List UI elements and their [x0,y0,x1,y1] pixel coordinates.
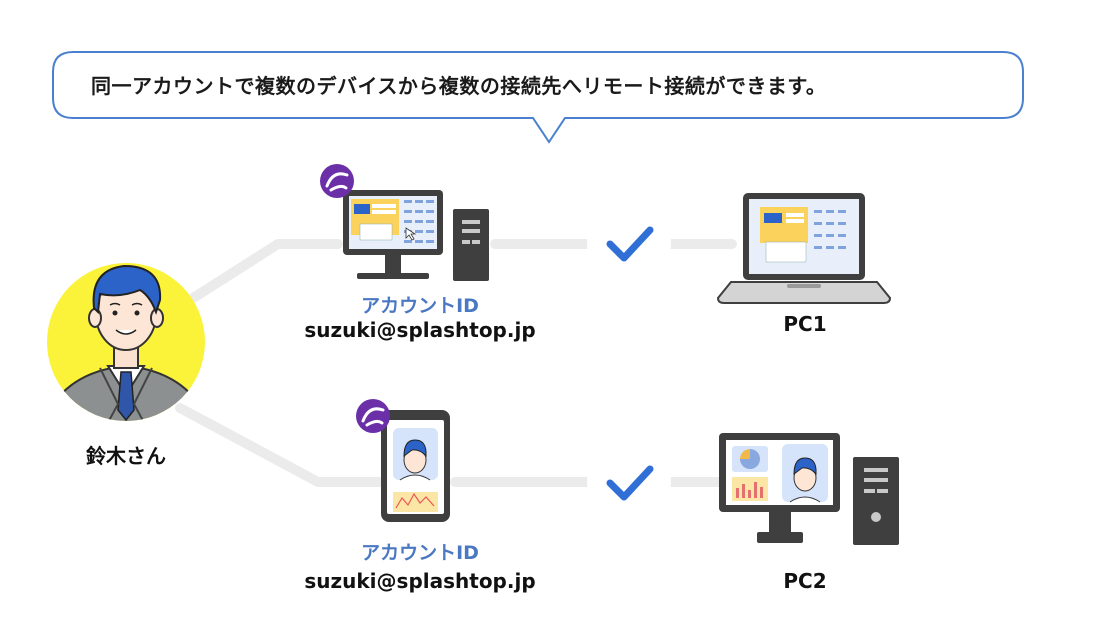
account-id-2: suzuki@splashtop.jp [304,569,536,593]
user-avatar [47,263,205,421]
desktop-tower-1 [453,209,489,281]
tablet-device [381,410,450,522]
connector-top [185,239,343,305]
user-name: 鈴木さん [86,444,166,468]
connector-bottom [175,403,390,487]
check-badge-2 [587,440,671,524]
splashtop-badge-icon [320,164,354,198]
speech-bubble [52,51,1024,144]
laptop-pc1 [716,193,892,304]
target-name-pc2: PC2 [783,569,827,593]
account-id-1: suzuki@splashtop.jp [304,318,536,342]
check-badge-1 [587,201,671,285]
check-icon [606,226,654,262]
desktop-monitor-1 [343,190,443,279]
check-icon [606,465,654,501]
splashtop-badge-icon [356,399,390,433]
target-name-pc1: PC1 [783,312,827,336]
account-label-1: アカウントID [361,295,479,317]
callout-text: 同一アカウントで複数のデバイスから複数の接続先へリモート接続ができます。 [91,73,827,98]
account-label-2: アカウントID [361,542,479,564]
desktop-monitor-pc2 [719,433,840,543]
desktop-tower-pc2 [853,457,899,545]
